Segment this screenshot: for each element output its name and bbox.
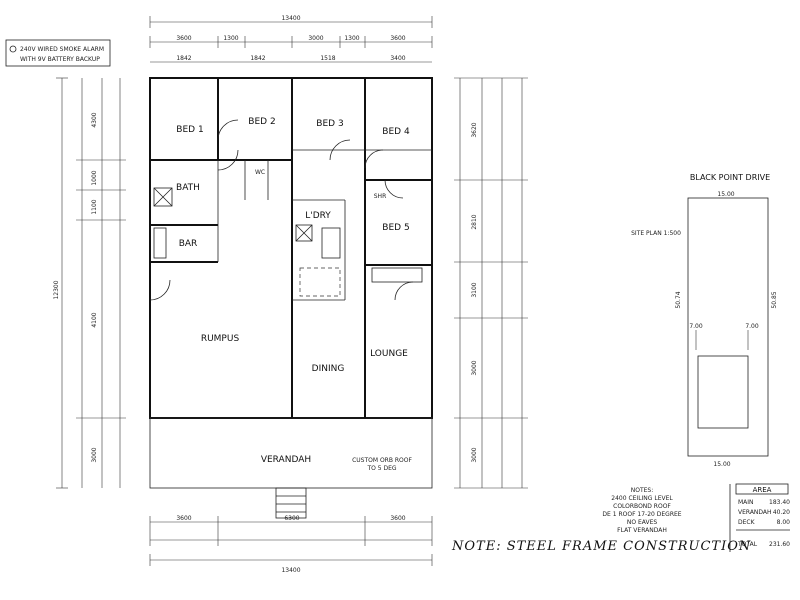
site-setback-left: 7.00	[689, 323, 703, 330]
dim-right-4: 3000	[471, 360, 478, 375]
site-plan: BLACK POINT DRIVE 15.00 SITE PLAN 1:500 …	[631, 173, 778, 468]
dim-bottom-1: 3600	[176, 515, 191, 522]
dim-overall-bottom: 13400	[281, 567, 300, 574]
area-row-3-label: DECK	[738, 519, 756, 526]
notes-line-6: FLAT VERANDAH	[617, 527, 667, 534]
site-setback-right: 7.00	[745, 323, 759, 330]
smoke-alarm-line-1: 240V WIRED SMOKE ALARM	[20, 46, 104, 53]
dim-top-sub-2: 1842	[250, 55, 265, 62]
site-plan-title: SITE PLAN 1:500	[631, 230, 681, 237]
notes-line-3: COLORBOND ROOF	[613, 503, 671, 510]
room-dining: DINING	[312, 364, 345, 374]
dim-right-2: 2810	[471, 214, 478, 229]
room-lounge: LOUNGE	[370, 349, 408, 359]
site-boundary	[687, 197, 769, 457]
site-top-width: 15.00	[717, 191, 734, 198]
entry-steps	[275, 487, 307, 519]
dim-top-2: 1300	[223, 35, 238, 42]
dim-right-5: 3000	[471, 447, 478, 462]
house-walls	[149, 77, 433, 519]
label-verandah-roof-2: TO 5 DEG	[366, 465, 396, 472]
area-row-1-label: MAIN	[738, 499, 754, 506]
room-bath: BATH	[176, 183, 200, 193]
dim-left-3: 1100	[91, 199, 98, 214]
dim-top-3: 3000	[308, 35, 323, 42]
area-row-3-value: 8.00	[777, 519, 791, 526]
dim-top-5: 3600	[390, 35, 405, 42]
label-wc: WC	[255, 169, 265, 176]
area-row-2-value: 40.20	[773, 509, 790, 516]
room-verandah: VERANDAH	[261, 455, 311, 465]
area-row-1-value: 183.40	[769, 499, 790, 506]
dim-overall-left: 12300	[53, 280, 60, 299]
dim-left-1: 4300	[91, 112, 98, 127]
bottom-dimensions: 3600 6300 3600 13400	[149, 515, 433, 574]
notes-line-4: DE 1 ROOF 17-20 DEGREE	[602, 511, 681, 518]
room-bed-3: BED 3	[316, 119, 343, 129]
area-title: AREA	[753, 486, 772, 494]
top-dimensions: 13400 3600 1300 3000 1300 3600 1842 1842…	[149, 15, 433, 63]
dim-top-1: 3600	[176, 35, 191, 42]
area-total-label: TOTAL	[737, 541, 758, 548]
dim-bottom-2: 6300	[284, 515, 299, 522]
site-street-name: BLACK POINT DRIVE	[690, 173, 770, 182]
room-bed-1: BED 1	[176, 125, 203, 135]
dim-top-sub-3: 1518	[320, 55, 335, 62]
dim-bottom-3: 3600	[390, 515, 405, 522]
dim-left-4: 4100	[91, 312, 98, 327]
label-shr: SHR	[374, 193, 387, 200]
room-bed-2: BED 2	[248, 117, 275, 127]
smoke-alarm-line-2: WITH 9V BATTERY BACKUP	[20, 56, 100, 63]
right-dimensions: 3620 2810 3100 3000 3000	[454, 77, 528, 489]
dim-left-2: 1000	[91, 170, 98, 185]
left-dimensions: 12300 4300 1000 1100 4100 3000	[53, 77, 126, 489]
site-bottom-width: 15.00	[713, 461, 730, 468]
area-total-value: 231.60	[769, 541, 790, 548]
smoke-alarm-icon	[9, 45, 17, 53]
area-table: AREA MAIN 183.40 VERANDAH 40.20 DECK 8.0…	[729, 483, 791, 552]
room-bar: BAR	[179, 239, 198, 249]
area-row-2-label: VERANDAH	[738, 509, 772, 516]
room-bed-5: BED 5	[382, 223, 409, 233]
label-verandah-roof: CUSTOM ORB ROOF	[352, 457, 412, 464]
site-left-depth: 50.74	[675, 291, 682, 308]
site-right-depth: 50.85	[771, 291, 778, 308]
dim-top-4: 1300	[344, 35, 359, 42]
room-rumpus: RUMPUS	[201, 334, 240, 344]
site-house-footprint	[697, 355, 749, 429]
notes-line-1: NOTES:	[631, 487, 654, 494]
notes-line-2: 2400 CEILING LEVEL	[611, 495, 673, 502]
room-bed-4: BED 4	[382, 127, 410, 137]
smoke-alarm-legend: 240V WIRED SMOKE ALARM WITH 9V BATTERY B…	[5, 39, 111, 67]
room-labels: BED 1 BED 2 BED 3 BED 4 BATH BAR L'DRY B…	[176, 117, 412, 472]
dim-left-5: 3000	[91, 447, 98, 462]
dim-top-sub-4: 3400	[390, 55, 405, 62]
dim-right-1: 3620	[471, 122, 478, 137]
notes-line-5: NO EAVES	[627, 519, 658, 526]
room-laundry: L'DRY	[305, 211, 331, 221]
steel-frame-note: NOTE: STEEL FRAME CONSTRUCTION	[451, 539, 751, 554]
dim-right-3: 3100	[471, 282, 478, 297]
notes-block: NOTES: 2400 CEILING LEVEL COLORBOND ROOF…	[602, 487, 681, 534]
dim-top-sub-1: 1842	[176, 55, 191, 62]
dim-overall-top: 13400	[281, 15, 300, 22]
